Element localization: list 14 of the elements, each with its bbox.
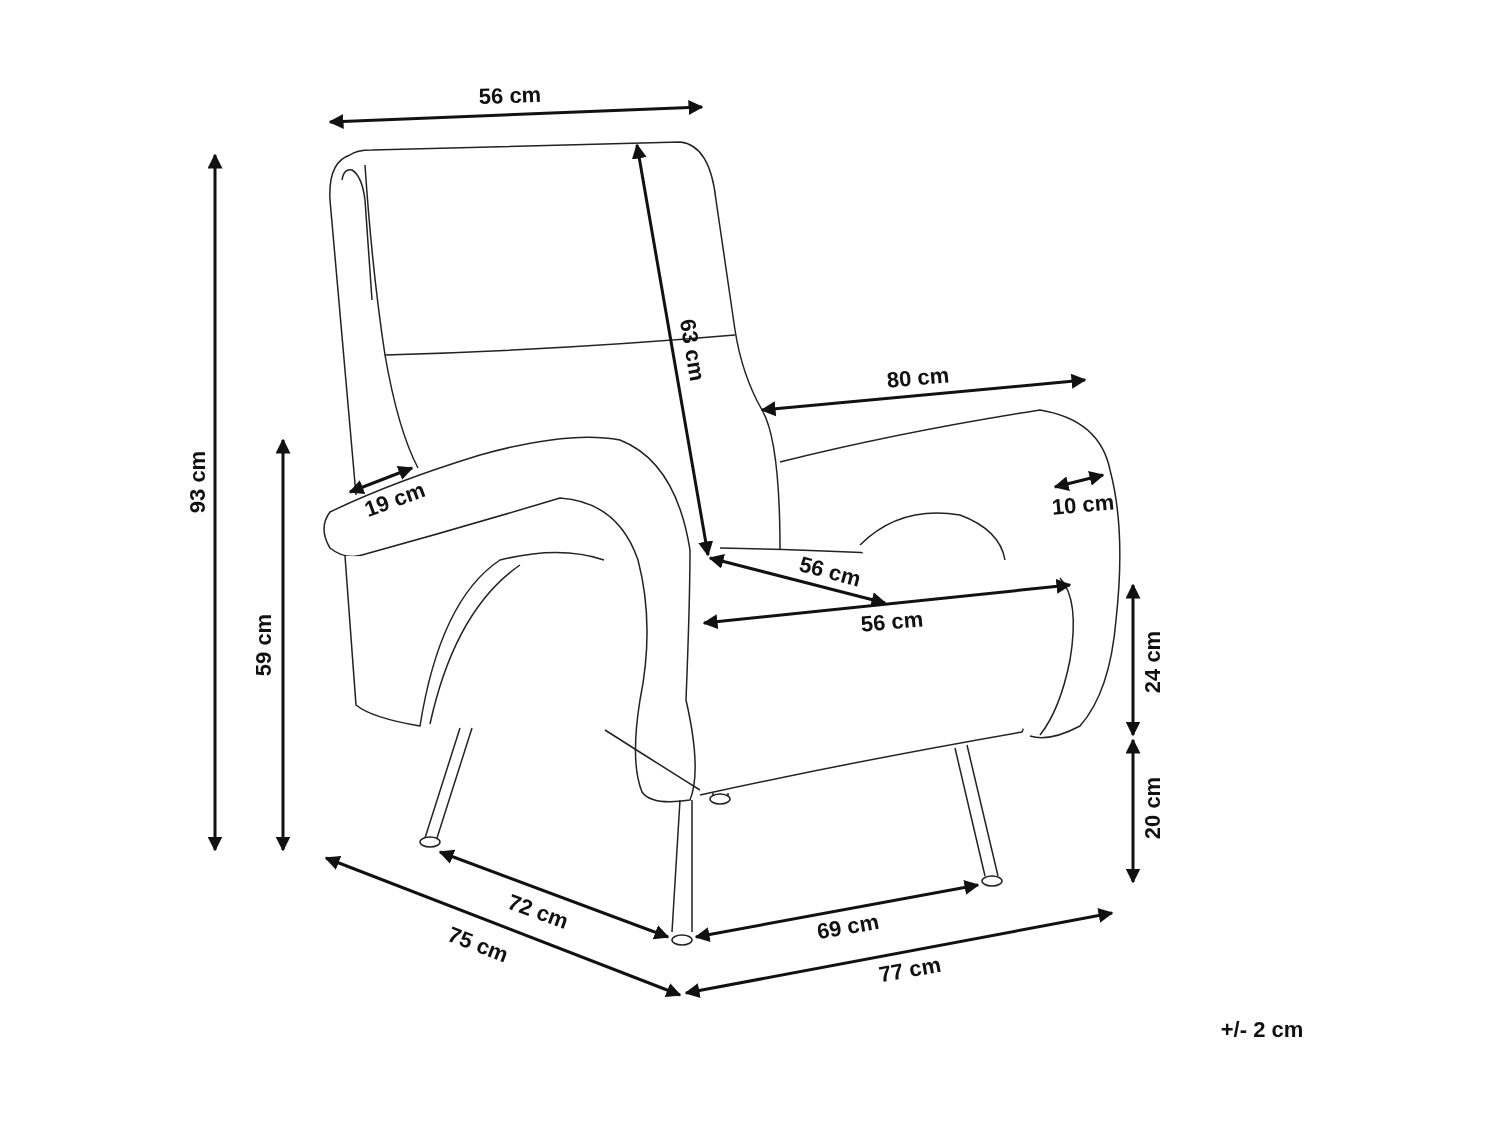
dimension-label: 56 cm bbox=[796, 551, 864, 593]
dimension-label: 80 cm bbox=[885, 362, 951, 394]
dimension-label: 19 cm bbox=[361, 477, 429, 523]
dimension-label: 24 cm bbox=[1140, 630, 1166, 694]
dimension-label: 77 cm bbox=[877, 951, 943, 989]
dimension-label: 10 cm bbox=[1050, 489, 1116, 521]
dimension-label: 63 cm bbox=[673, 317, 711, 383]
dimension-label: 56 cm bbox=[478, 81, 542, 111]
dimension-label: 20 cm bbox=[1140, 776, 1166, 840]
dimension-label: 56 cm bbox=[859, 606, 925, 638]
dimension-label: 69 cm bbox=[815, 908, 881, 946]
tolerance-note: +/- 2 cm bbox=[1220, 1017, 1304, 1043]
dimension-label: 59 cm bbox=[251, 613, 277, 677]
dimension-label: 93 cm bbox=[185, 450, 211, 514]
